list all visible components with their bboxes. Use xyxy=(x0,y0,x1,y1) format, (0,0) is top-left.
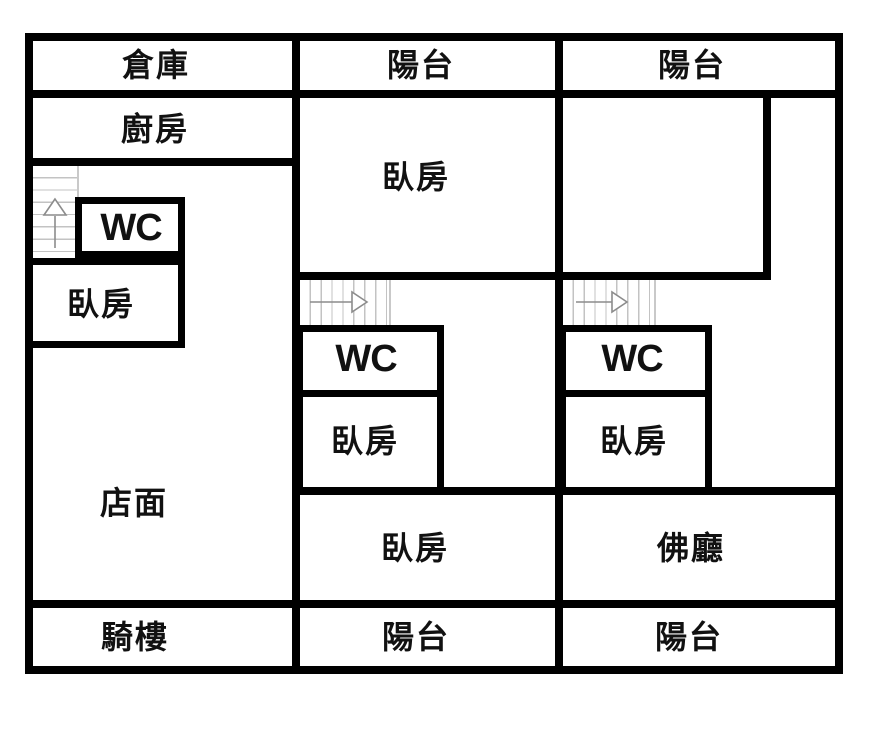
label-wc-middle: WC xyxy=(335,338,397,380)
label-bedroom-left: 臥房 xyxy=(66,286,136,322)
label-arcade: 騎樓 xyxy=(100,619,170,655)
wall-middle-bedroom-bottom xyxy=(300,272,555,280)
wall-top-row-bottom xyxy=(33,90,835,98)
label-balcony-middle-top: 陽台 xyxy=(386,47,456,83)
wall-right-room-side xyxy=(763,90,771,280)
wall-kitchen-bottom xyxy=(33,158,292,166)
label-storage: 倉庫 xyxy=(121,47,191,83)
bedroom-left-box xyxy=(33,258,185,348)
label-balcony-right-top: 陽台 xyxy=(657,47,727,83)
stair-up-arrow-icon xyxy=(42,197,68,248)
plan-outline xyxy=(25,33,843,674)
label-buddha-hall: 佛廳 xyxy=(656,530,726,566)
label-balcony-middle-bottom: 陽台 xyxy=(381,619,451,655)
label-storefront: 店面 xyxy=(99,485,169,521)
label-wc-left: WC xyxy=(100,207,162,249)
bedroom-right-box xyxy=(559,390,712,494)
stair-right-arrow-right-icon xyxy=(576,290,629,314)
label-bedroom-middle-large: 臥房 xyxy=(381,159,451,195)
wc-left-box xyxy=(75,197,185,258)
wc-right-box xyxy=(559,325,712,397)
label-bedroom-middle-small: 臥房 xyxy=(330,423,400,459)
bedroom-middle-box xyxy=(296,390,444,494)
stair-right-arrow-middle-icon xyxy=(310,290,369,314)
label-kitchen: 廚房 xyxy=(120,111,190,147)
wall-right-room-bottom xyxy=(563,272,771,280)
label-bedroom-right-small: 臥房 xyxy=(599,423,669,459)
label-balcony-right-bottom: 陽台 xyxy=(654,619,724,655)
label-bedroom-middle-bottom: 臥房 xyxy=(380,530,450,566)
wall-bottom-row-top xyxy=(33,600,835,608)
label-wc-right: WC xyxy=(601,338,663,380)
